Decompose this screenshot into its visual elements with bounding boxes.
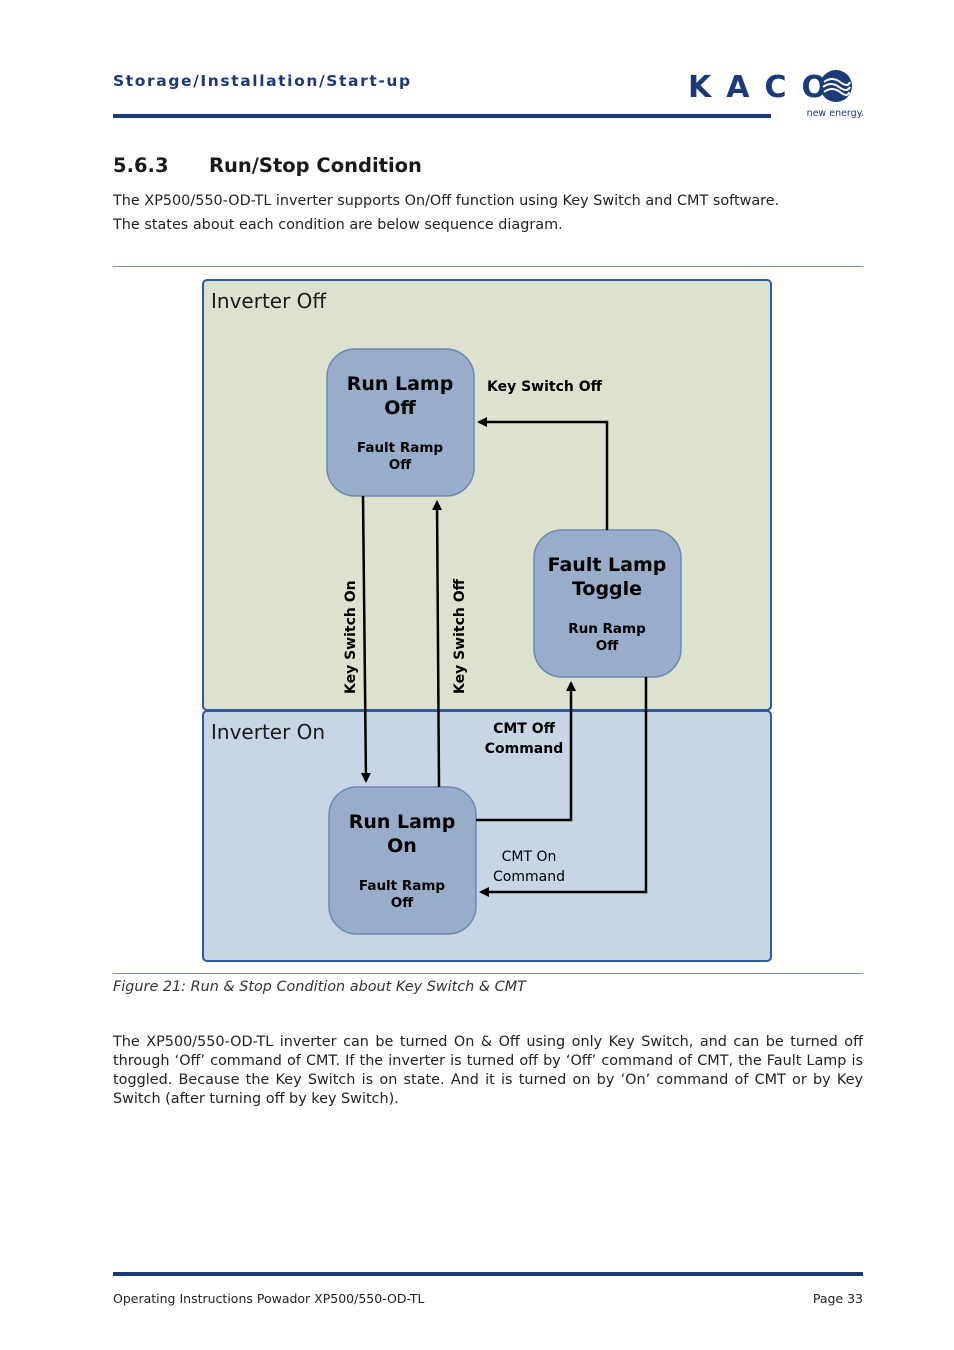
- run-on-title-1: Run Lamp: [349, 811, 456, 833]
- label-cmt-off-2: Command: [485, 741, 564, 757]
- label-key-switch-on: Key Switch On: [343, 580, 359, 694]
- fault-toggle-sub-2: Off: [596, 638, 619, 654]
- figure-top-rule: [113, 266, 863, 267]
- section-number: 5.6.3: [113, 154, 169, 177]
- zone-off-label: Inverter Off: [211, 289, 327, 313]
- figure-bottom-rule: [113, 973, 863, 974]
- arrow-cmt-on: [479, 677, 648, 897]
- label-key-switch-off-vertical: Key Switch Off: [452, 578, 468, 694]
- logo-tagline: new energy.: [806, 108, 864, 119]
- footer-document-title: Operating Instructions Powador XP500/550…: [113, 1291, 425, 1306]
- label-cmt-on-2: Command: [493, 869, 565, 885]
- arrow-cmt-off: [476, 681, 576, 822]
- run-off-sub-1: Fault Ramp: [357, 440, 444, 456]
- figure-caption: Figure 21: Run & Stop Condition about Ke…: [113, 979, 526, 995]
- label-cmt-on-1: CMT On: [502, 849, 557, 865]
- run-off-sub-2: Off: [389, 457, 412, 473]
- run-on-sub-1: Fault Ramp: [359, 878, 446, 894]
- state-run-lamp-on: [328, 786, 477, 935]
- arrow-key-switch-off: [432, 500, 443, 788]
- zone-inverter-off: [202, 279, 772, 711]
- logo-wordmark: KACO: [688, 70, 842, 105]
- run-on-title-2: On: [387, 835, 417, 857]
- zone-inverter-on: [202, 710, 772, 962]
- logo-emblem-icon: [820, 70, 852, 102]
- label-cmt-off-1: CMT Off: [493, 721, 556, 737]
- label-key-switch-off-top: Key Switch Off: [487, 379, 603, 395]
- footer-rule: [113, 1272, 863, 1276]
- section-title: Run/Stop Condition: [209, 154, 422, 177]
- fault-toggle-title-2: Toggle: [572, 578, 642, 600]
- header-rule: [113, 114, 771, 118]
- state-run-lamp-off: [326, 348, 475, 497]
- run-off-title-2: Off: [384, 397, 416, 419]
- intro-paragraph-2: The states about each condition are belo…: [113, 217, 563, 233]
- breadcrumb: Storage/Installation/Start-up: [113, 72, 412, 90]
- intro-paragraph-1: The XP500/550-OD-TL inverter supports On…: [113, 193, 780, 209]
- arrow-key-switch-on: [360, 495, 371, 783]
- fault-toggle-sub-1: Run Ramp: [568, 621, 646, 637]
- run-off-title-1: Run Lamp: [347, 373, 454, 395]
- section-heading: 5.6.3 Run/Stop Condition: [113, 154, 422, 177]
- footer-page-number: Page 33: [812, 1291, 863, 1306]
- body-paragraph: The XP500/550-OD-TL inverter can be turn…: [113, 1034, 863, 1107]
- run-on-sub-2: Off: [391, 895, 414, 911]
- zone-on-label: Inverter On: [211, 720, 325, 744]
- arrow-fault-to-run-off: [477, 417, 609, 530]
- kaco-logo: KACO new energy.: [688, 66, 864, 122]
- fault-toggle-title-1: Fault Lamp: [548, 554, 667, 576]
- state-fault-lamp-toggle: [533, 529, 682, 678]
